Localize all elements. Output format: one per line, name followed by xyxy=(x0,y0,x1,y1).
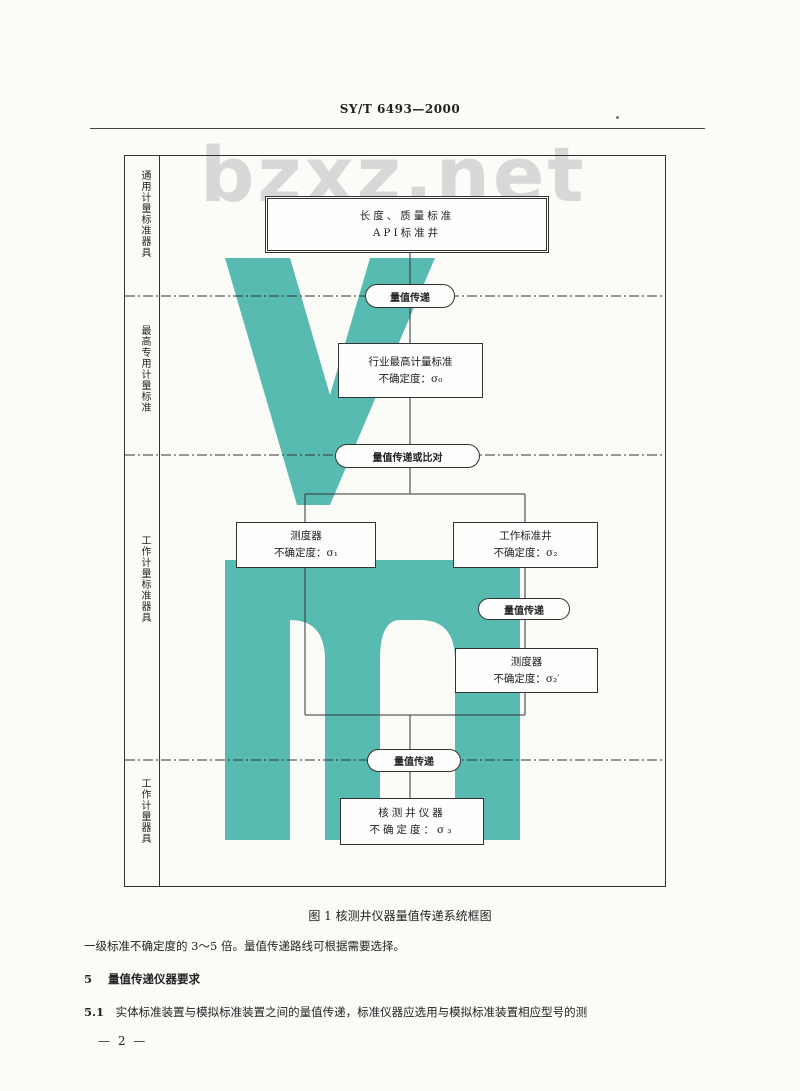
clause-number: 5.1 xyxy=(84,1005,105,1019)
row-label-working-standard: 工作计量标准器具 xyxy=(139,535,150,623)
logging-instrument-box: 核测井仪器 不确定度：σ₃ xyxy=(340,798,484,845)
logging-instrument-line2: 不确定度：σ₃ xyxy=(369,823,455,836)
work-standard-well-line1: 工作标准井 xyxy=(499,530,552,542)
logging-instrument-line1: 核测井仪器 xyxy=(378,806,446,819)
top-standard-line1: 长度、质量标准 xyxy=(359,209,455,222)
clause-5-1: 5.1 实体标准装置与模拟标准装置之间的量值传递，标准仪器应选用与模拟标准装置相… xyxy=(84,1004,587,1020)
section-heading: 5 量值传递仪器要求 xyxy=(84,971,200,987)
row-label-highest: 最高专用计量标准 xyxy=(139,325,150,413)
header-rule xyxy=(90,128,705,129)
top-standard-box: 长度、质量标准 API标准井 xyxy=(265,196,549,253)
depth-gauge-2-line2: 不确定度：σ₂′ xyxy=(493,672,560,685)
clause-text: 实体标准装置与模拟标准装置之间的量值传递，标准仪器应选用与模拟标准装置相应型号的… xyxy=(115,1005,588,1019)
row-label-working-instrument: 工作计量器具 xyxy=(139,778,150,844)
depth-gauge-line1: 测度器 xyxy=(290,530,322,542)
industry-standard-line2: 不确定度：σ₀ xyxy=(378,372,443,385)
section-number: 5 xyxy=(84,972,93,986)
figure-caption: 图 1 核测井仪器量值传递系统框图 xyxy=(308,909,492,923)
transfer-pill-1: 量值传递 xyxy=(365,284,455,308)
page-number: — 2 — xyxy=(98,1034,148,1048)
depth-gauge-line2: 不确定度：σ₁ xyxy=(274,547,338,559)
depth-gauge-2-line1: 测度器 xyxy=(510,655,543,668)
depth-gauge-2-box: 测度器 不确定度：σ₂′ xyxy=(455,648,598,693)
depth-gauge-box: 测度器 不确定度：σ₁ xyxy=(236,522,376,568)
scan-speck xyxy=(616,116,619,119)
work-standard-well-line2: 不确定度：σ₂ xyxy=(493,547,558,559)
row-label-general: 通用计量标准器具 xyxy=(139,170,150,258)
industry-standard-line1: 行业最高计量标准 xyxy=(368,355,453,368)
transfer-compare-pill: 量值传递或比对 xyxy=(335,444,480,468)
transfer-pill-small: 量值传递 xyxy=(478,598,570,620)
industry-standard-box: 行业最高计量标准 不确定度：σ₀ xyxy=(338,343,483,398)
body-paragraph: 一级标准不确定度的 3～5 倍。量值传递路线可根据需要选择。 xyxy=(84,939,405,953)
standard-header: SY/T 6493—2000 xyxy=(339,102,461,116)
work-standard-well-box: 工作标准井 不确定度：σ₂ xyxy=(453,522,598,568)
figure-column-divider xyxy=(159,155,160,887)
figure-frame xyxy=(124,155,666,887)
top-standard-line2: API标准井 xyxy=(372,226,442,239)
section-title: 量值传递仪器要求 xyxy=(108,972,201,986)
transfer-pill-bottom: 量值传递 xyxy=(367,749,461,772)
